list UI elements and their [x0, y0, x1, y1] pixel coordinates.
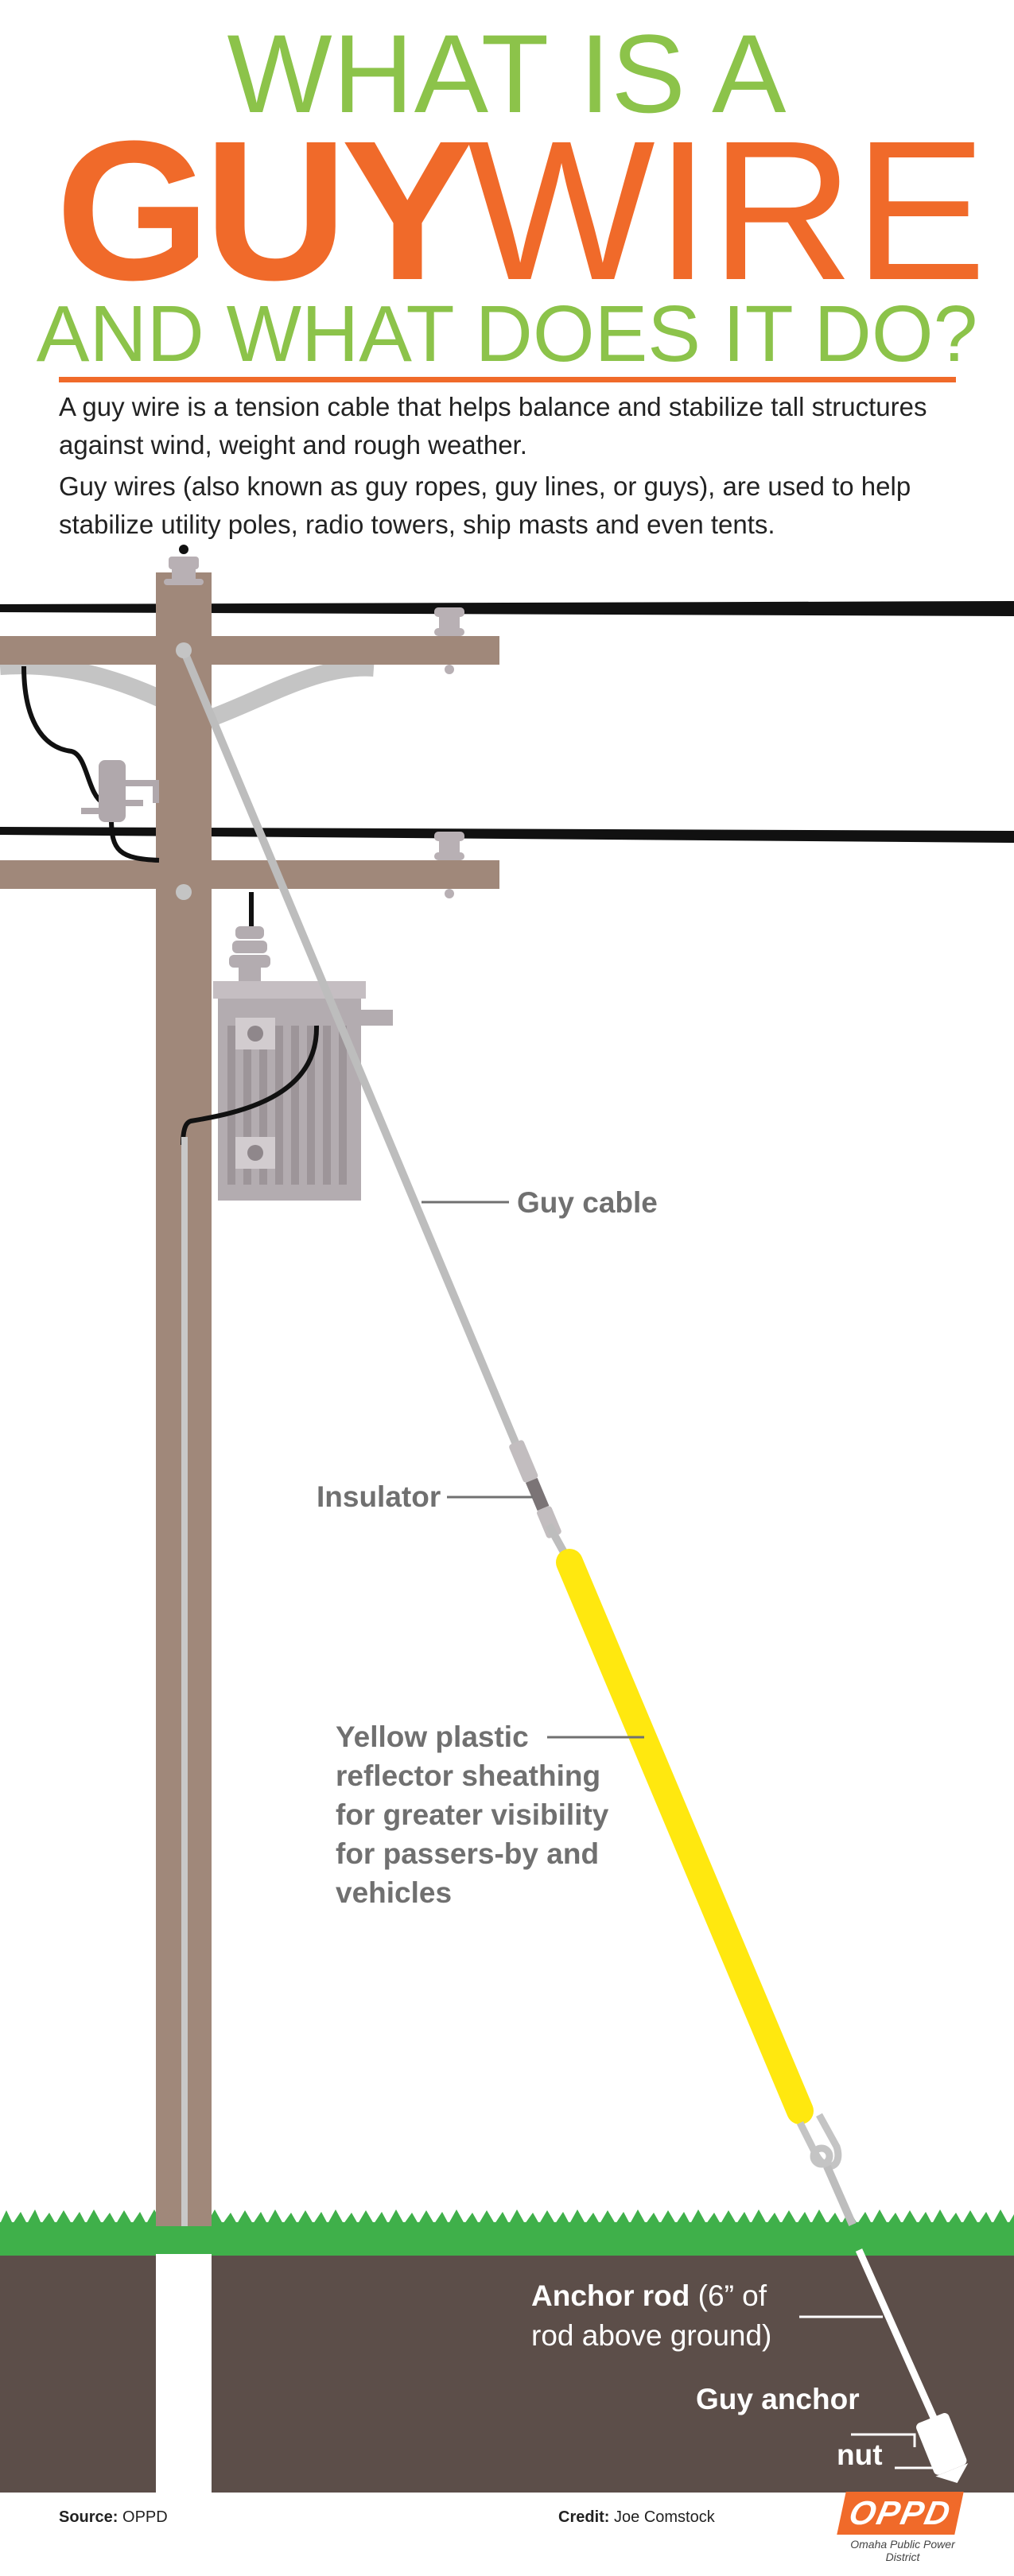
label-insulator: Insulator: [317, 1480, 441, 1513]
credit-label: Credit:: [558, 2508, 610, 2526]
title-line-1: WHAT IS A: [227, 11, 787, 136]
lead-wire-left: [21, 665, 105, 805]
label-sheathing-4: for passers-by and: [336, 1837, 599, 1870]
transformer: [213, 926, 393, 1201]
label-nut: nut: [837, 2438, 883, 2471]
pole-top-insulator: [164, 557, 204, 585]
source-value: OPPD: [122, 2508, 168, 2526]
oppd-logo: OPPD: [837, 2492, 964, 2535]
oppd-logo-subtitle: Omaha Public Power District: [850, 2538, 955, 2563]
guy-wire-diagram: Guy cable Insulator Yellow plastic refle…: [0, 545, 1014, 2493]
label-sheathing-2: reflector sheathing: [336, 1759, 600, 1792]
label-sheathing-3: for greater visibility: [336, 1798, 609, 1831]
label-sheathing-5: vehicles: [336, 1876, 452, 1909]
label-guy-cable: Guy cable: [517, 1186, 658, 1219]
transformer-lead-bottom: [181, 1025, 320, 1146]
crossarm-insulator-lower: [434, 832, 464, 898]
source-label: Source:: [59, 2508, 118, 2526]
yellow-sheathing: [556, 1549, 814, 2124]
intro-paragraph-1: A guy wire is a tension cable that helps…: [59, 392, 927, 460]
title-line-3: AND WHAT DOES IT DO?: [36, 289, 978, 378]
label-sheathing-1: Yellow plastic: [336, 1721, 529, 1753]
pole-bolt-lower: [176, 884, 192, 900]
guy-clevis: [796, 2112, 842, 2170]
nut-callout-line: [895, 2460, 948, 2469]
label-anchor-rod-rest: (6” of: [690, 2279, 767, 2312]
title-line-2: GUYWIRE: [56, 111, 986, 310]
power-line-upper: [0, 601, 1014, 616]
label-anchor-rod-1: Anchor rod (6” of: [531, 2279, 767, 2312]
intro-paragraph-2: Guy wires (also known as guy ropes, guy …: [59, 471, 911, 539]
crossarm-insulator-upper: [434, 607, 464, 674]
pole-underground: [156, 2254, 212, 2493]
guy-cable-lower: [823, 2164, 857, 2227]
label-anchor-rod-bold: Anchor rod: [531, 2279, 690, 2312]
credit-value: Joe Comstock: [614, 2508, 715, 2526]
pole-top-dot: [179, 545, 188, 554]
lead-wire-left-2: [109, 818, 160, 863]
guy-insulator: [509, 1440, 561, 1538]
grass-blades: [0, 2209, 1014, 2226]
guy-anchor-callout-line: [851, 2433, 916, 2447]
label-guy-anchor: Guy anchor: [696, 2383, 860, 2415]
crossarm-lower: [0, 860, 499, 889]
crossarm-upper: [0, 636, 499, 665]
title-wire: WIRE: [467, 99, 987, 321]
title-guy: GUY: [56, 99, 474, 321]
guy-anchor: [916, 2413, 969, 2484]
grass: [0, 2222, 1014, 2256]
footer-source: Source: OPPD: [59, 2508, 168, 2527]
pole-bolt-upper: [176, 642, 192, 658]
power-line-lower: [0, 827, 1014, 843]
title-divider: [59, 377, 956, 382]
oppd-logo-text: OPPD: [845, 2494, 955, 2531]
label-anchor-rod-2: rod above ground): [531, 2319, 771, 2352]
fuse-cutout: [81, 760, 159, 822]
ground-conduit: [181, 1137, 188, 2226]
guy-cable: [180, 649, 533, 1476]
anchor-rod: [855, 2248, 941, 2427]
footer-credit: Credit: Joe Comstock: [558, 2508, 715, 2527]
